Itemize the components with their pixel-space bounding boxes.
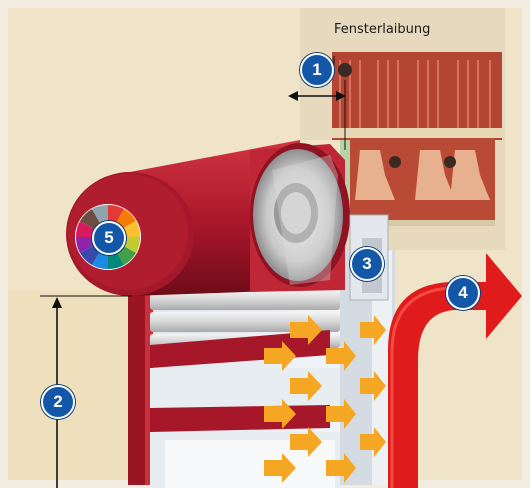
brick-wall	[332, 52, 502, 226]
window-reveal-label: Fensterlaibung	[334, 22, 430, 37]
window-sash	[150, 330, 340, 488]
marker-5: 5	[92, 221, 126, 255]
marker-2: 2	[41, 385, 75, 419]
marker-1: 1	[300, 53, 334, 87]
shutter-guide-rail	[128, 285, 153, 485]
marker-4: 4	[446, 276, 480, 310]
marker-3: 3	[350, 247, 384, 281]
